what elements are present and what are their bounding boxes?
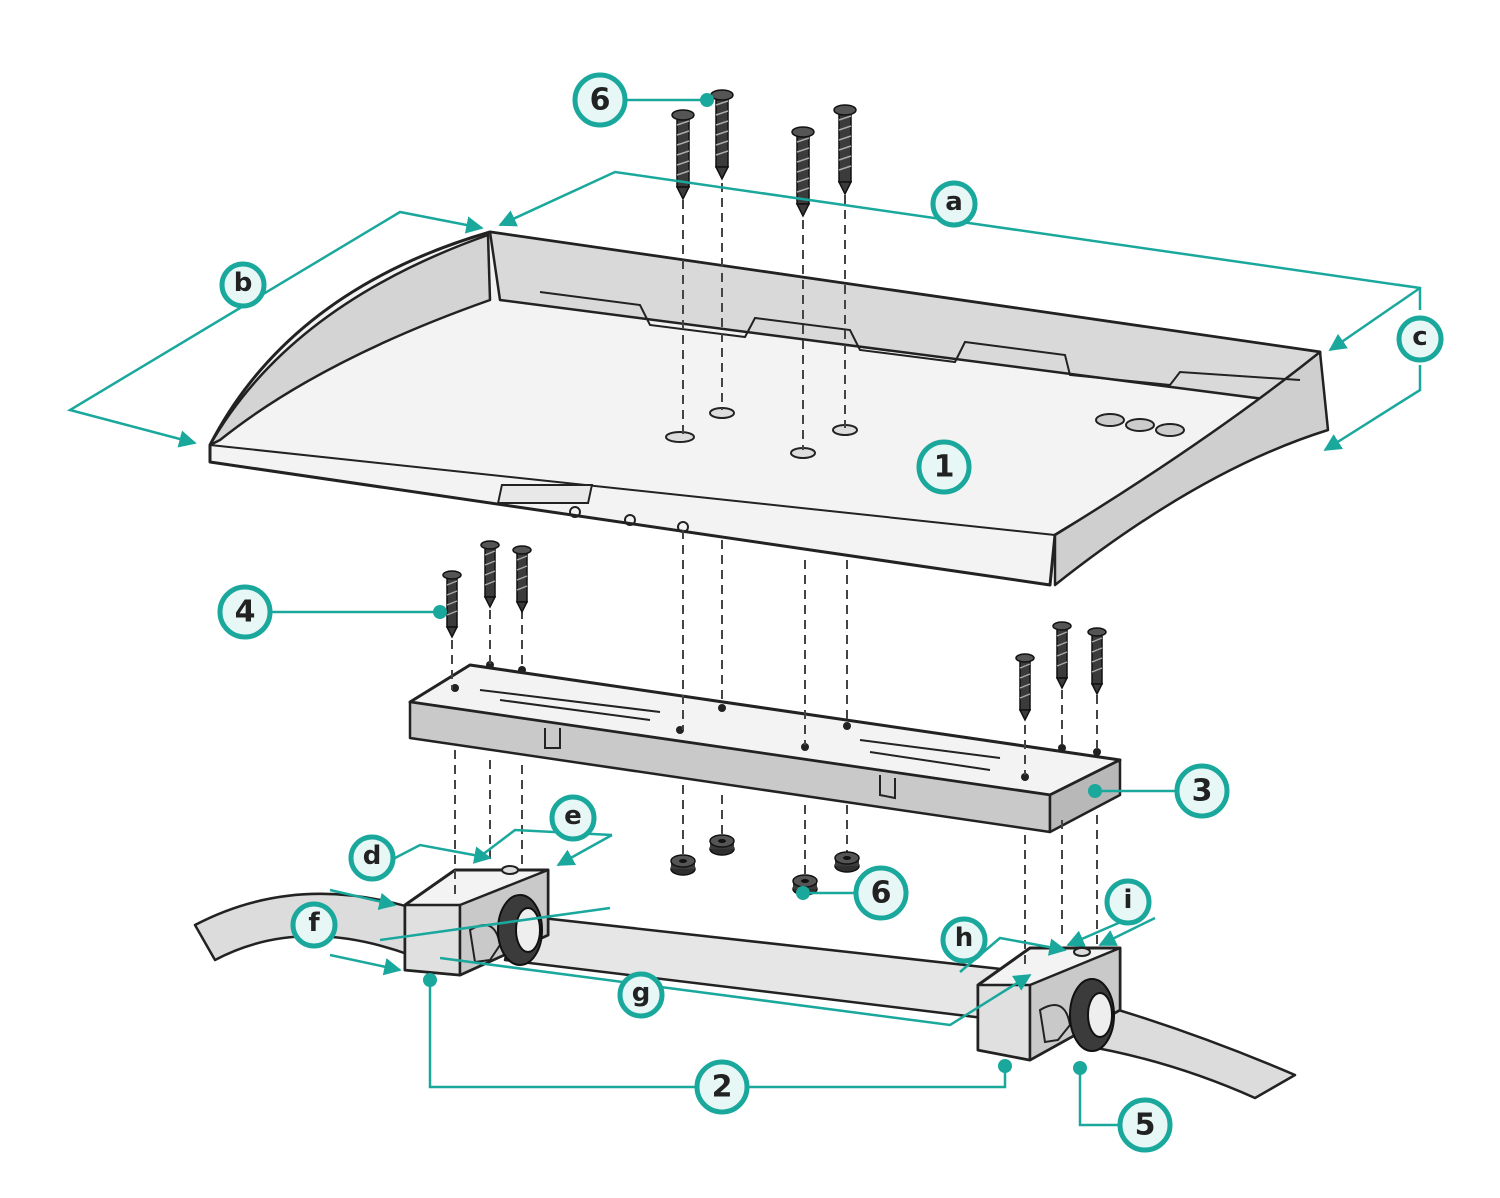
lock-nuts	[670, 834, 860, 896]
callout-4-label: 4	[235, 595, 256, 630]
callout-2-label: 2	[712, 1070, 733, 1105]
dimension-e-label: e	[564, 801, 582, 831]
dimension-a: a	[930, 180, 978, 228]
dimension-a-label: a	[945, 187, 963, 217]
dimension-f: f	[290, 901, 338, 949]
tray-part	[208, 230, 1330, 587]
callout-3: 3	[1174, 763, 1230, 819]
callout-6-top-label: 6	[590, 83, 611, 118]
callout-6-top: 6	[572, 72, 628, 128]
dimension-h: h	[940, 916, 988, 964]
dimension-g: g	[617, 971, 665, 1019]
callout-4: 4	[217, 584, 273, 640]
callout-2: 2	[694, 1059, 750, 1115]
dimension-g-label: g	[632, 978, 651, 1008]
dimension-c: c	[1396, 315, 1444, 363]
callout-5: 5	[1117, 1097, 1173, 1153]
dimension-e: e	[549, 794, 597, 842]
dimension-i-label: i	[1124, 885, 1133, 915]
dimension-f-label: f	[308, 908, 320, 938]
rail-tube	[193, 892, 1297, 1100]
dimension-b-label: b	[234, 268, 253, 298]
dimension-c-label: c	[1412, 322, 1427, 352]
dimension-h-label: h	[955, 923, 974, 953]
callout-1: 1	[916, 439, 972, 495]
callout-3-label: 3	[1192, 774, 1213, 809]
mounting-plate-part	[408, 661, 1122, 834]
dimension-b: b	[219, 261, 267, 309]
dimension-d: d	[348, 834, 396, 882]
rail-clamp-left	[403, 865, 550, 977]
assembly-guide-lines	[451, 183, 1098, 970]
callout-6-bottom-label: 6	[871, 876, 892, 911]
callout-5-label: 5	[1135, 1108, 1156, 1143]
dimension-i: i	[1104, 878, 1152, 926]
tray-screws	[671, 89, 857, 217]
rail-clamp-right	[976, 946, 1122, 1062]
callout-6-bottom: 6	[853, 865, 909, 921]
plate-screws-left	[442, 540, 532, 638]
dimension-d-label: d	[363, 841, 382, 871]
dimension-leaders	[66, 170, 1422, 1027]
callout-1-label: 1	[934, 450, 955, 485]
